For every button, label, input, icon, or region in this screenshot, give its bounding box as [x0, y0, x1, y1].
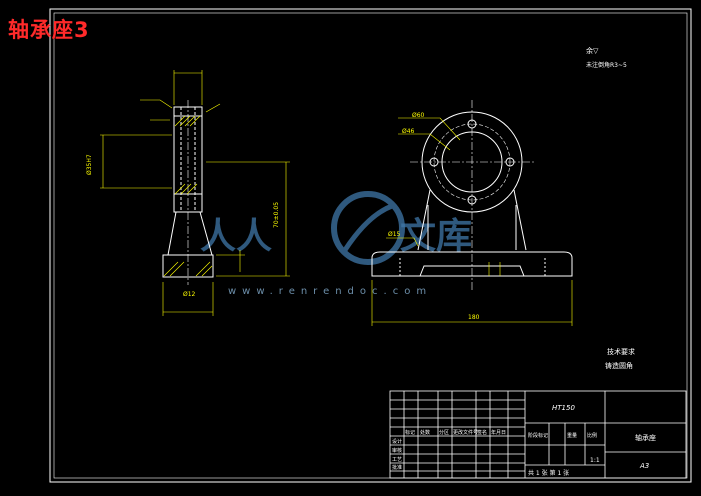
- watermark-site: www.renrendoc.com: [228, 286, 433, 297]
- dim-height: 70±0.05: [273, 202, 280, 228]
- casting-note: 铸造圆角: [605, 362, 633, 370]
- tb-header-1: 标记: [405, 429, 415, 436]
- tb-header-3: 分区: [439, 429, 449, 436]
- title-block-headers: 标记 处数 分区 更改文件号 签名 年月日 设计 审核 工艺 批准 阶段标记 重…: [392, 429, 597, 471]
- front-view-dimensions: [371, 117, 573, 326]
- tb-sheet-size: A3: [639, 462, 649, 470]
- tb-row-1: 设计: [392, 438, 402, 445]
- tb-sheet-info: 共 1 张 第 1 张: [528, 469, 569, 477]
- side-view-hatch: [163, 115, 213, 277]
- title-block: [389, 390, 687, 479]
- tech-req-small: 未注倒角R3~5: [586, 62, 627, 69]
- tech-req-title: 技术要求: [607, 348, 635, 356]
- roughness-note: 余▽: [586, 47, 599, 55]
- tb-scale: 1:1: [590, 457, 600, 464]
- tb-header-6: 年月日: [491, 429, 506, 436]
- dim-inner-dia: Ø46: [402, 128, 415, 135]
- outer-frame: [49, 8, 692, 483]
- tb-row-4: 批准: [392, 464, 402, 471]
- watermark-brand-right: 文库: [400, 216, 472, 257]
- front-view: [371, 100, 573, 290]
- tb-material: HT150: [552, 404, 575, 412]
- tb-meta-2: 重量: [567, 432, 577, 439]
- watermark-logo: [331, 191, 405, 265]
- inner-frame: [53, 12, 688, 479]
- dim-base-dia: Ø12: [183, 291, 196, 298]
- dim-bore-fit: Ø35H7: [86, 154, 93, 175]
- drawing-title: 轴承座3: [8, 18, 90, 42]
- dim-length: 180: [468, 314, 480, 321]
- tb-part-name: 轴承座: [635, 433, 656, 442]
- tb-row-2: 审核: [392, 447, 402, 454]
- side-view: [162, 100, 214, 285]
- watermark-brand-left: 人人: [200, 216, 272, 257]
- tb-header-5: 签名: [477, 429, 487, 436]
- tb-header-2: 处数: [420, 429, 430, 436]
- tb-meta-3: 比例: [587, 432, 597, 439]
- tb-meta-1: 阶段标记: [528, 432, 548, 439]
- dim-hole-dia: Ø15: [388, 231, 401, 238]
- tb-header-4: 更改文件号: [453, 429, 478, 436]
- dim-outer-dia: Ø60: [412, 112, 425, 119]
- tb-row-3: 工艺: [392, 457, 402, 463]
- side-view-dimensions: [100, 70, 290, 316]
